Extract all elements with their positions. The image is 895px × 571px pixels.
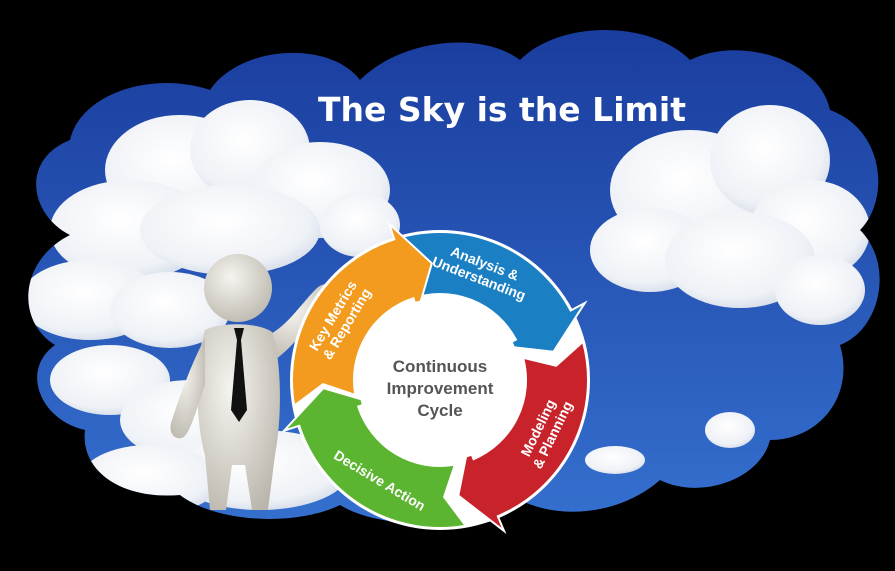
center-label: Continuous Improvement Cycle bbox=[387, 357, 494, 420]
cycle-center bbox=[358, 298, 522, 462]
cloud-right bbox=[585, 105, 870, 474]
cycle-arrow-analysis-understanding bbox=[387, 231, 588, 353]
center-label-line-2: Improvement bbox=[387, 379, 494, 398]
center-label-line-1: Continuous bbox=[393, 357, 487, 376]
page-title: The Sky is the Limit bbox=[318, 90, 686, 129]
center-label-line-3: Cycle bbox=[417, 401, 462, 420]
cycle-arrow-decisive-action bbox=[280, 387, 468, 529]
cycle-arrow-modeling-planning bbox=[457, 339, 589, 535]
cycle-arrow-key-metrics-reporting bbox=[291, 220, 433, 408]
